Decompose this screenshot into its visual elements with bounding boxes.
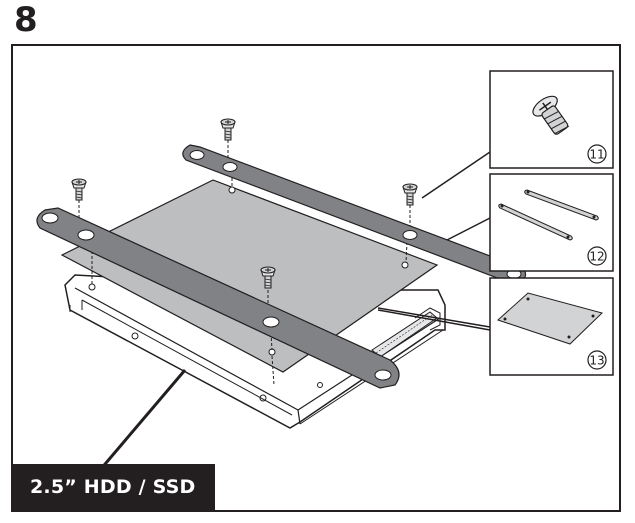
screw-icon (71, 178, 87, 201)
illustration-frame (11, 44, 621, 512)
caption-leader-line (98, 369, 187, 471)
caption-bar (11, 464, 215, 512)
step-number: 8 (14, 0, 38, 40)
adhesive-pad (60, 179, 439, 373)
callout-box-rails: 12 (489, 173, 614, 272)
screw-icon (220, 118, 236, 141)
caption-text: 2.5” HDD / SSD (30, 476, 196, 498)
callout-label: 11 (589, 148, 604, 162)
callout-box-pad: 13 (489, 277, 614, 376)
callout-leader-lines (377, 151, 491, 331)
callout-label: 12 (589, 250, 604, 264)
rail-icon (498, 189, 599, 241)
screw-icon (532, 95, 570, 135)
callout-box-screw: 11 (489, 70, 614, 169)
callout-label: 13 (589, 354, 604, 368)
pad-icon (497, 292, 603, 345)
screw-icon (402, 183, 418, 206)
front-bracket (36, 207, 400, 389)
